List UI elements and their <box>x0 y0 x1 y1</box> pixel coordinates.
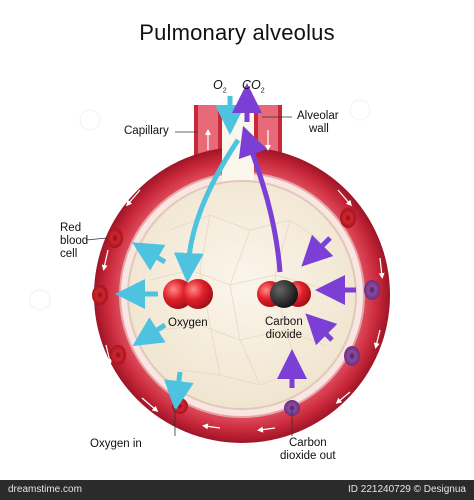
blood-flow-arrows <box>101 129 385 433</box>
leader-lines <box>85 116 293 436</box>
red-blood-cell <box>344 346 360 366</box>
red-blood-cell <box>92 285 108 305</box>
red-blood-cell <box>110 345 126 365</box>
red-blood-cell <box>107 228 123 248</box>
capillary-label: Capillary <box>124 125 169 137</box>
oxygen-label: Oxygen <box>168 317 208 329</box>
co2-label: CO2 <box>242 78 265 95</box>
red-blood-cell <box>340 208 356 228</box>
oxygen-in-label: Oxygen in <box>90 438 142 450</box>
red-blood-cell <box>364 280 380 300</box>
o2-label: O2 <box>213 78 227 95</box>
stock-footer: dreamstime.com ID 221240729 © Designua <box>0 480 474 500</box>
stock-id: ID 221240729 © Designua <box>347 484 466 495</box>
carbon-dioxide-molecule <box>257 280 311 308</box>
alveolus-diagram <box>29 83 390 443</box>
page-title: Pulmonary alveolus <box>139 20 335 45</box>
carbon-dioxide-out-label: Carbon dioxide out <box>280 437 336 462</box>
red-blood-cell <box>172 398 188 414</box>
oxygen-molecule <box>163 279 213 309</box>
alveolus-sac <box>127 180 357 410</box>
red-blood-cell-label: Red blood cell <box>60 222 89 260</box>
co2-arrows <box>232 83 356 388</box>
alveolar-wall-label: Alveolar wall <box>297 110 339 135</box>
carbon-dioxide-label: Carbon dioxide <box>265 316 303 341</box>
red-blood-cell <box>284 400 300 416</box>
oxygen-arrows <box>115 96 245 411</box>
site-name: dreamstime.com <box>8 484 82 495</box>
